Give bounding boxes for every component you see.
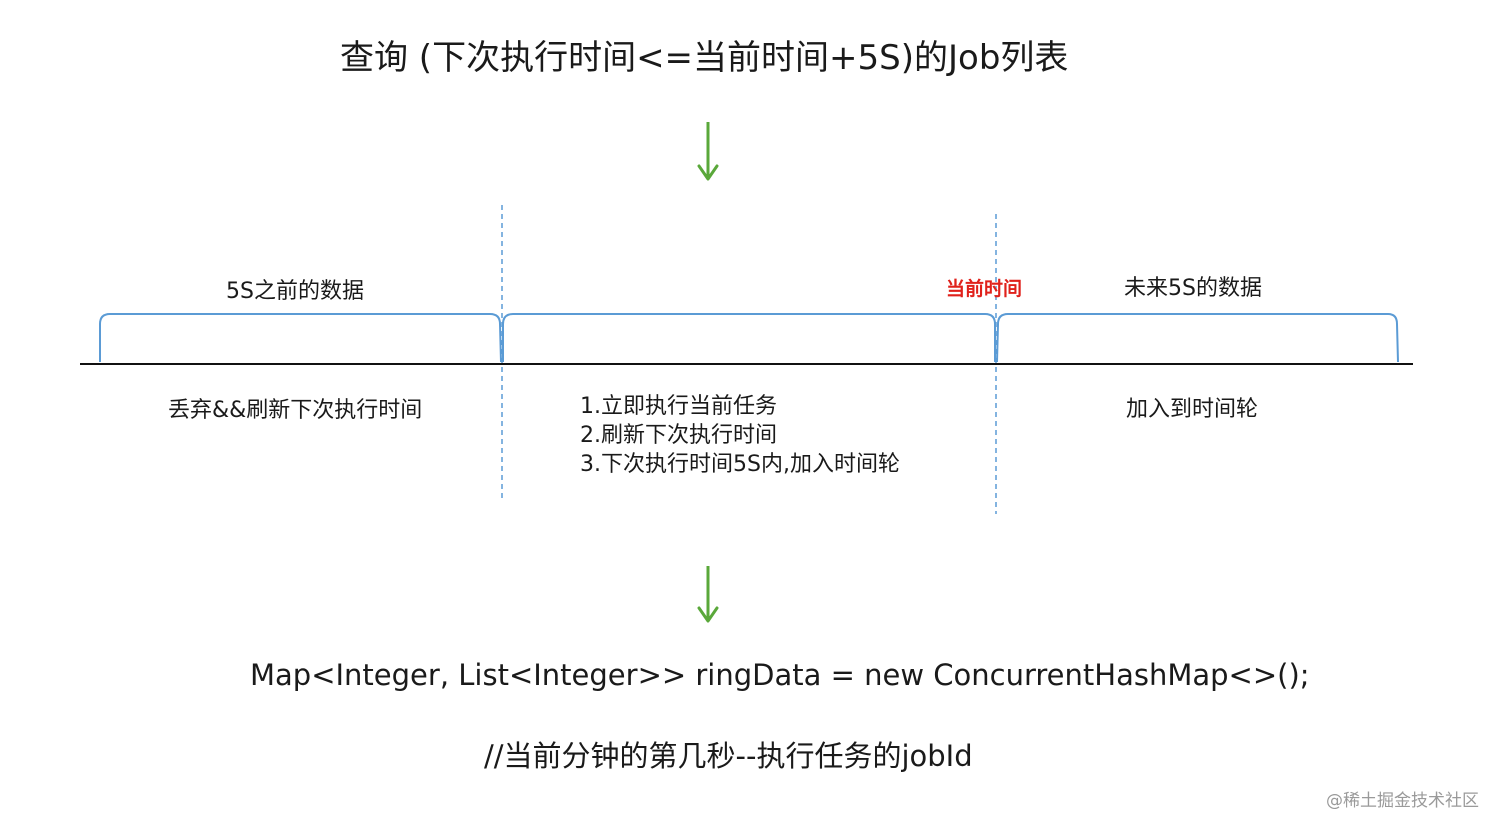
arrow-down-icon — [697, 566, 719, 623]
watermark: @稀土掘金技术社区 — [1326, 791, 1479, 811]
segment-label-future: 未来5S的数据 — [1124, 276, 1262, 301]
brace-future — [996, 313, 1399, 363]
action-current-list: 1.立即执行当前任务 2.刷新下次执行时间 3.下次执行时间5S内,加入时间轮 — [580, 392, 900, 479]
action-before: 丢弃&&刷新下次执行时间 — [168, 398, 423, 423]
code-declaration: Map<Integer, List<Integer>> ringData = n… — [250, 658, 1310, 692]
current-time-label: 当前时间 — [946, 278, 1023, 300]
brace-current — [502, 313, 996, 362]
action-current-step: 3.下次执行时间5S内,加入时间轮 — [580, 452, 900, 477]
page-title: 查询 (下次执行时间<=当前时间+5S)的Job列表 — [340, 38, 1069, 78]
brace-before — [99, 313, 502, 363]
segment-label-before: 5S之前的数据 — [226, 279, 364, 304]
arrow-down-icon — [697, 122, 719, 181]
action-current-step: 1.立即执行当前任务 — [580, 394, 777, 419]
code-comment: //当前分钟的第几秒--执行任务的jobId — [484, 739, 973, 773]
action-future: 加入到时间轮 — [1126, 397, 1259, 422]
action-current-step: 2.刷新下次执行时间 — [580, 423, 777, 448]
